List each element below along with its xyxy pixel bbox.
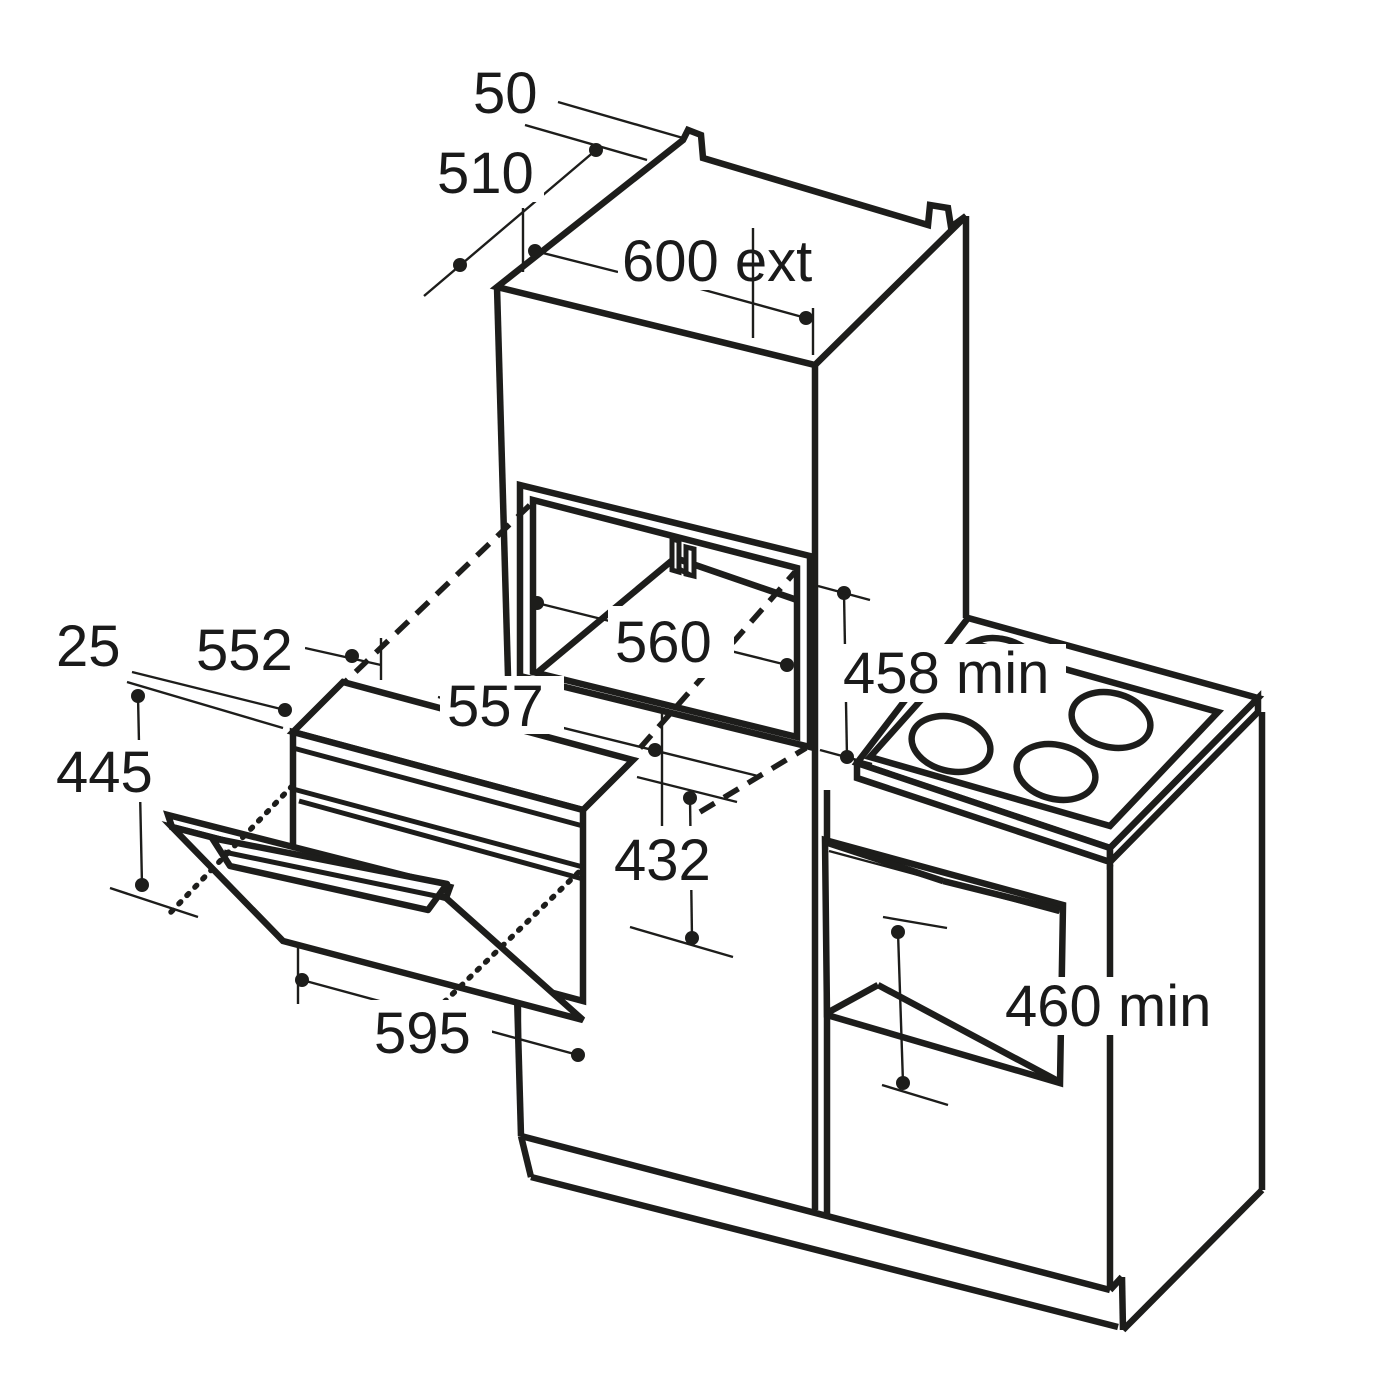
dim600-dot-left: [528, 244, 542, 258]
dim50-leader-2: [524, 123, 648, 162]
dim600-leader-right: [696, 286, 807, 320]
dim-label-vent-gap: 50: [473, 61, 538, 126]
label-bg-50: [468, 64, 548, 122]
dim460-line: [896, 931, 905, 1084]
projection-dash-bottom-right: [698, 745, 808, 815]
dim-label-hob-clearance: 458 min: [843, 641, 1049, 706]
dimension-labels: 50 510 600 ext 25 552 445 557 560 432 59…: [50, 61, 1212, 1066]
front-bottom-edge: [520, 1132, 1111, 1294]
label-bg-25: [50, 616, 130, 676]
burner-front-middle: [1013, 740, 1099, 804]
dim510-line: [423, 149, 597, 297]
dim552-leader: [304, 646, 382, 667]
aperture-ceiling-back-edge: [942, 877, 1061, 914]
label-bg-600: [618, 234, 838, 290]
label-bg-445: [50, 740, 168, 802]
dim560-dot-left: [530, 596, 544, 610]
dim-label-base-niche: 460 min: [1005, 974, 1211, 1039]
dim460-dot-bottom: [896, 1076, 910, 1090]
dim458-tick-bottom: [819, 748, 873, 766]
label-bg-595: [368, 1000, 492, 1064]
burner-front-left: [908, 712, 994, 776]
oven-opening-top-line: [292, 786, 584, 870]
dim445-tick-bottom: [109, 886, 199, 919]
niche-inner-frame: [529, 495, 801, 742]
niche-bracket-foot: [677, 566, 692, 578]
label-bg-458: [838, 644, 1066, 702]
depth-dim-dot: [648, 743, 662, 757]
label-bg-552: [190, 620, 305, 680]
plinth-left-step: [517, 1135, 535, 1178]
burner-back-right: [1068, 688, 1154, 752]
dim432-dot-top: [683, 791, 697, 805]
plinth-bottom-edge: [530, 1173, 1119, 1331]
label-bg-560: [608, 606, 734, 678]
dim560-dot-right: [780, 658, 794, 672]
niche-floor-left-edge: [535, 555, 678, 675]
dim-label-niche-height: 432: [614, 828, 711, 893]
dim552-dot: [345, 649, 359, 663]
aperture-ceiling-diagonal: [826, 839, 945, 885]
dim595-dot-right: [571, 1048, 585, 1062]
oven-front-frame-line: [292, 745, 584, 829]
worktop-side-edge: [1106, 690, 1262, 870]
dim-label-external-width: 600 ext: [622, 229, 812, 294]
dim458-tick-top: [817, 584, 871, 602]
aperture-floor-diagonal: [825, 982, 880, 1016]
label-bg-432: [608, 826, 732, 890]
dim50-leader-1: [557, 100, 684, 140]
dim-label-oven-height: 445: [56, 740, 153, 805]
door-handle-inner-line: [223, 849, 437, 899]
dim460-tick-top: [882, 915, 948, 930]
dim600-dot-right: [799, 311, 813, 325]
oven-door-open: [161, 779, 586, 1024]
dim432-dot-bottom: [685, 931, 699, 945]
dim510-dot-2: [589, 143, 603, 157]
dim-label-front-gap: 25: [56, 614, 121, 679]
door-swing-dotted-right: [433, 865, 586, 1013]
dim432-tick-top: [636, 775, 738, 804]
oven-opening-inner-line: [298, 798, 584, 882]
dim25-line-1: [131, 670, 286, 712]
dim-label-oven-width: 595: [374, 1001, 471, 1066]
dim445-dot-bottom: [135, 878, 149, 892]
dim432-tick-bottom: [629, 925, 734, 959]
niche-bracket-icon: [669, 535, 697, 580]
dim25-dot: [278, 703, 292, 717]
aperture-floor-back-edge: [876, 982, 1060, 1084]
label-bg-510: [432, 144, 544, 202]
base-plinth-right-edge: [1118, 1276, 1127, 1331]
label-bg-557: [440, 676, 564, 734]
dim-label-oven-body-depth: 552: [196, 618, 293, 683]
dim445-dot-top: [131, 689, 145, 703]
base-floor-side-edge: [1120, 1187, 1265, 1333]
dim-label-niche-width: 560: [615, 610, 712, 675]
dim460-tick-bottom: [881, 1083, 949, 1107]
door-handle: [208, 834, 451, 914]
dim510-dot-1: [453, 258, 467, 272]
dim460-dot-top: [891, 925, 905, 939]
dim25-line-2: [126, 680, 284, 730]
dim-label-top-depth: 510: [437, 141, 534, 206]
label-bg-460: [1000, 977, 1212, 1035]
dim600-leader-left: [534, 249, 619, 274]
door-swing-dotted-left: [168, 779, 299, 915]
dim-label-depth-with-front: 557: [447, 674, 544, 739]
